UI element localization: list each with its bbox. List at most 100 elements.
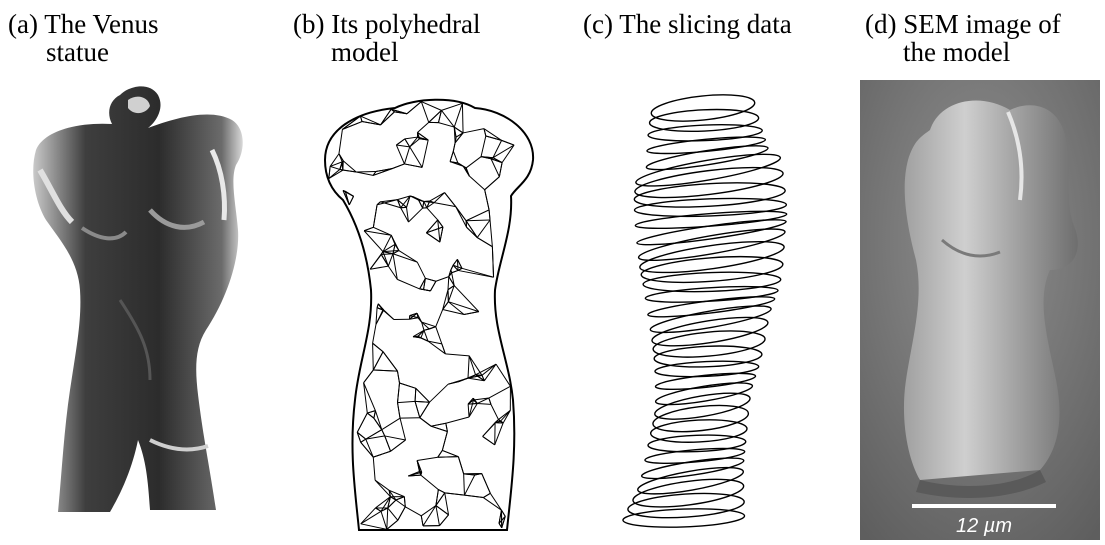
wireframe-edge xyxy=(436,327,442,344)
wireframe-edge xyxy=(499,163,502,177)
wireframe-edge xyxy=(448,277,449,290)
wireframe-edge xyxy=(421,475,439,490)
wireframe-edge xyxy=(404,497,405,507)
venus-statue-image xyxy=(0,0,270,545)
wireframe-edge xyxy=(450,151,453,161)
wireframe-edge xyxy=(483,436,495,444)
slice-contour xyxy=(623,507,745,529)
wireframe-edge xyxy=(425,278,436,281)
panel-d: (d) SEM image of the model 12 µm xyxy=(860,0,1105,545)
wireframe-edge xyxy=(440,227,443,242)
wireframe-edge xyxy=(430,384,449,402)
wireframe-edge xyxy=(448,382,459,385)
wireframe-edge xyxy=(377,304,378,308)
polyhedral-wireframe-image xyxy=(285,0,575,545)
wireframe-edge xyxy=(364,227,373,230)
wireframe-edge xyxy=(370,266,388,269)
wireframe-edge xyxy=(364,370,374,383)
wireframe-edge xyxy=(404,164,422,167)
wireframe-edge xyxy=(485,190,489,210)
wireframe-edge xyxy=(486,136,502,140)
wireframe-edge xyxy=(439,515,448,526)
wireframe-edge xyxy=(415,401,420,417)
wireframe-edge xyxy=(373,352,383,370)
wireframe-edge xyxy=(466,210,489,221)
wireframe-edge xyxy=(373,205,377,228)
wireframe-edge xyxy=(373,451,390,457)
wireframe-edge xyxy=(397,279,419,289)
wireframe-edge xyxy=(442,450,458,456)
wireframe-edge xyxy=(361,524,387,530)
wireframe-edge xyxy=(436,277,449,282)
wireframe-edge xyxy=(405,139,410,147)
wireframe-edge xyxy=(502,145,514,163)
wireframe-edge xyxy=(385,436,391,451)
slicing-data-image xyxy=(575,0,855,545)
wireframe-edge xyxy=(436,506,440,526)
wireframe-edge xyxy=(361,442,374,457)
wireframe-edge xyxy=(387,520,398,529)
slice-contour xyxy=(646,134,766,157)
wireframe-edge xyxy=(388,254,393,266)
wireframe-edge xyxy=(453,151,458,163)
wireframe-edge xyxy=(367,411,375,413)
wireframe-edge xyxy=(453,259,457,265)
wireframe-edge xyxy=(446,417,469,423)
wireframe-edge xyxy=(458,270,493,277)
wireframe-edge xyxy=(483,498,501,511)
slice-contour xyxy=(636,215,787,249)
wireframe-edge xyxy=(396,500,405,507)
wireframe-edge xyxy=(387,508,388,529)
wireframe-edge xyxy=(489,386,511,398)
wireframe-edge xyxy=(399,383,415,388)
wireframe-edge xyxy=(349,196,353,205)
wireframe-edge xyxy=(415,388,416,401)
wireframe-edge xyxy=(464,475,474,495)
panel-c: (c) The slicing data xyxy=(575,0,855,545)
wireframe-edge xyxy=(398,383,400,403)
wireframe-edge xyxy=(450,162,458,163)
wireframe-edge xyxy=(373,324,376,343)
wireframe-edge xyxy=(416,388,430,402)
wireframe-edge xyxy=(366,439,373,457)
wireframe-edge xyxy=(431,423,446,426)
wireframe-edge xyxy=(458,457,463,474)
wireframe-edge xyxy=(456,207,467,228)
wireframe-edge xyxy=(477,220,490,238)
wireframe-edge xyxy=(495,423,503,445)
wireframe-edge xyxy=(469,176,484,190)
wireframe-edge xyxy=(427,208,438,220)
wireframe-edge xyxy=(438,450,443,457)
wireframe-edge xyxy=(431,426,447,431)
wireframe-edge xyxy=(420,418,431,426)
wireframe-edge xyxy=(396,145,404,164)
wireframe-edge xyxy=(382,430,385,436)
wireframe-edge xyxy=(464,474,465,495)
wireframe-edge xyxy=(396,145,409,147)
wireframe-edge xyxy=(441,110,454,127)
wireframe-edge xyxy=(468,403,477,404)
wireframe-edge xyxy=(489,210,490,220)
wireframe-edge xyxy=(374,411,376,419)
wireframe-edge xyxy=(329,166,330,178)
wireframe-edge xyxy=(490,220,492,247)
panel-b: (b) Its polyhedral model xyxy=(285,0,575,545)
wireframe-edge xyxy=(397,371,399,383)
wireframe-edge xyxy=(424,290,431,291)
wireframe-edge xyxy=(451,265,453,270)
wireframe-edge xyxy=(398,507,405,521)
wireframe-edge xyxy=(441,103,462,110)
wireframe-edge xyxy=(466,220,490,221)
wireframe-edge xyxy=(417,262,425,278)
wireframe-edge xyxy=(463,129,484,133)
wireframe-edge xyxy=(459,375,476,382)
wireframe-edge xyxy=(374,418,382,429)
wireframe-edge xyxy=(405,137,418,139)
wireframe-edge xyxy=(458,268,462,270)
wireframe-edge xyxy=(464,495,483,497)
wireframe-edge xyxy=(466,157,481,168)
wireframe-edge xyxy=(329,170,343,178)
wireframe-edge xyxy=(396,139,404,145)
wireframe-edge xyxy=(373,457,375,480)
wireframe-edge xyxy=(469,356,475,375)
